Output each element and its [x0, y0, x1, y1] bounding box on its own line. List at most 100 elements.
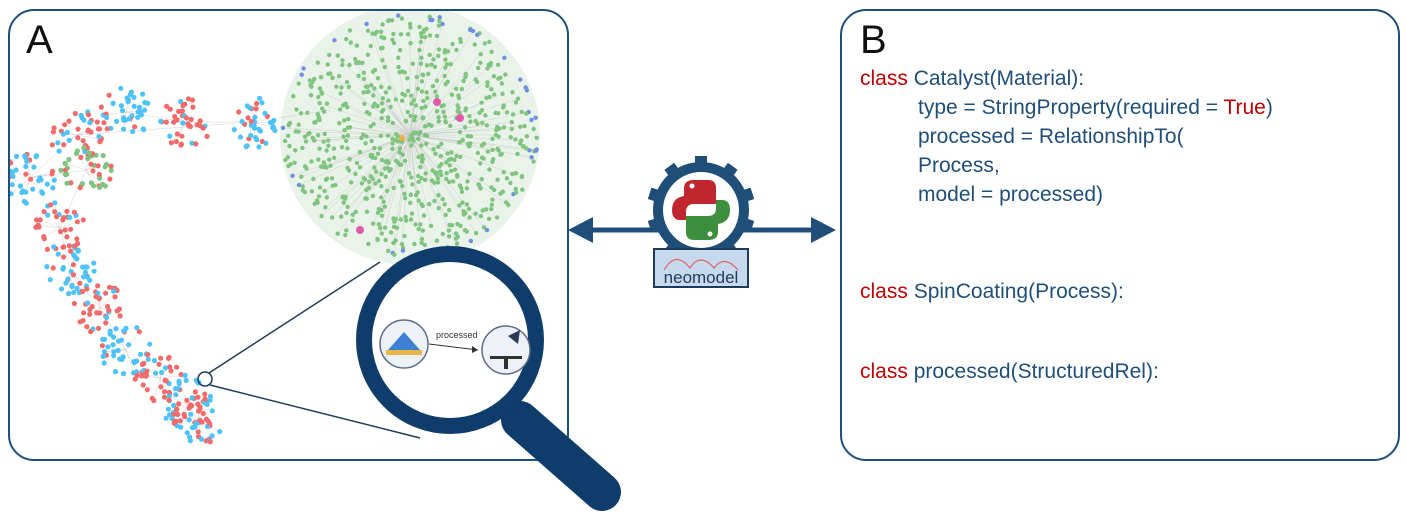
graph-node [50, 185, 56, 191]
graph-node [383, 237, 388, 243]
graph-node [321, 139, 326, 144]
graph-node [439, 104, 444, 109]
graph-node [490, 147, 495, 153]
graph-node [357, 165, 363, 170]
graph-node [442, 50, 447, 55]
graph-node [135, 114, 141, 120]
graph-node [270, 124, 276, 130]
graph-node [437, 15, 442, 20]
graph-node [125, 97, 132, 103]
graph-node [361, 76, 367, 82]
graph-node [485, 66, 490, 71]
graph-node [421, 98, 426, 104]
graph-node [443, 119, 448, 124]
graph-node [180, 120, 186, 126]
graph-node [439, 141, 444, 146]
graph-node [186, 405, 192, 411]
graph-node [111, 288, 117, 294]
graph-node [342, 128, 347, 133]
graph-node [382, 64, 387, 70]
graph-node [348, 40, 353, 45]
graph-edge [409, 102, 482, 136]
zoom-line-bottom [209, 384, 421, 439]
graph-node [402, 196, 408, 201]
graph-node [382, 166, 388, 171]
graph-node [382, 204, 387, 209]
graph-node [184, 397, 190, 403]
graph-node [209, 408, 215, 414]
graph-node [338, 91, 343, 96]
graph-node [182, 101, 188, 107]
graph-node [449, 92, 455, 97]
graph-node [143, 373, 149, 379]
graph-node [357, 149, 363, 155]
graph-node [142, 99, 148, 106]
graph-node [132, 124, 138, 130]
graph-node [420, 72, 426, 78]
code-line-spincoating: class SpinCoating(Process): [860, 277, 1390, 306]
graph-node [362, 101, 367, 107]
graph-node [282, 138, 288, 144]
graph-node [340, 62, 345, 68]
graph-node [189, 97, 196, 103]
graph-node [501, 170, 506, 175]
graph-node [379, 101, 385, 106]
graph-node [203, 416, 209, 422]
graph-node [168, 368, 174, 374]
graph-node [330, 75, 335, 81]
graph-node [344, 36, 349, 42]
graph-node [382, 36, 387, 41]
graph-node [452, 157, 457, 163]
graph-node [504, 176, 510, 181]
graph-node [140, 382, 146, 388]
graph-node [403, 118, 408, 124]
graph-node [458, 223, 463, 229]
graph-node [371, 104, 376, 109]
graph-node [172, 418, 178, 424]
graph-node [174, 406, 180, 412]
graph-node [413, 222, 418, 227]
graph-node [378, 46, 384, 51]
graph-node [244, 143, 250, 149]
graph-node [292, 160, 297, 165]
graph-node [186, 123, 192, 129]
graph-node [474, 231, 479, 236]
graph-node [448, 123, 453, 128]
graph-node [436, 119, 441, 124]
graph-node [298, 111, 304, 116]
graph-node [2, 174, 7, 179]
graph-node [378, 29, 384, 34]
graph-node [13, 153, 20, 159]
graph-node [487, 167, 492, 172]
graph-node [10, 173, 16, 179]
graph-node [10, 182, 15, 188]
graph-node [533, 115, 538, 120]
graph-node [431, 57, 436, 62]
graph-node [467, 215, 472, 220]
graph-node [447, 179, 452, 185]
graph-node [315, 112, 320, 117]
graph-node [335, 231, 340, 236]
graph-node [432, 198, 437, 204]
graph-node [419, 105, 424, 111]
graph-node [456, 114, 464, 122]
graph-node [301, 66, 306, 71]
graph-node [162, 365, 168, 371]
graph-edge [381, 134, 411, 198]
graph-node [447, 163, 452, 168]
graph-node [141, 107, 148, 113]
graph-node [64, 129, 70, 135]
graph-node [416, 198, 421, 203]
graph-node [465, 179, 470, 184]
graph-edge [409, 75, 445, 136]
graph-node [65, 276, 71, 282]
graph-node [316, 157, 321, 162]
graph-node [437, 18, 442, 24]
graph-node [436, 193, 441, 198]
graph-node [64, 180, 70, 186]
graph-node [33, 153, 40, 159]
graph-node [446, 228, 451, 233]
graph-node [317, 146, 322, 151]
graph-node [419, 89, 425, 94]
graph-node [329, 176, 335, 181]
